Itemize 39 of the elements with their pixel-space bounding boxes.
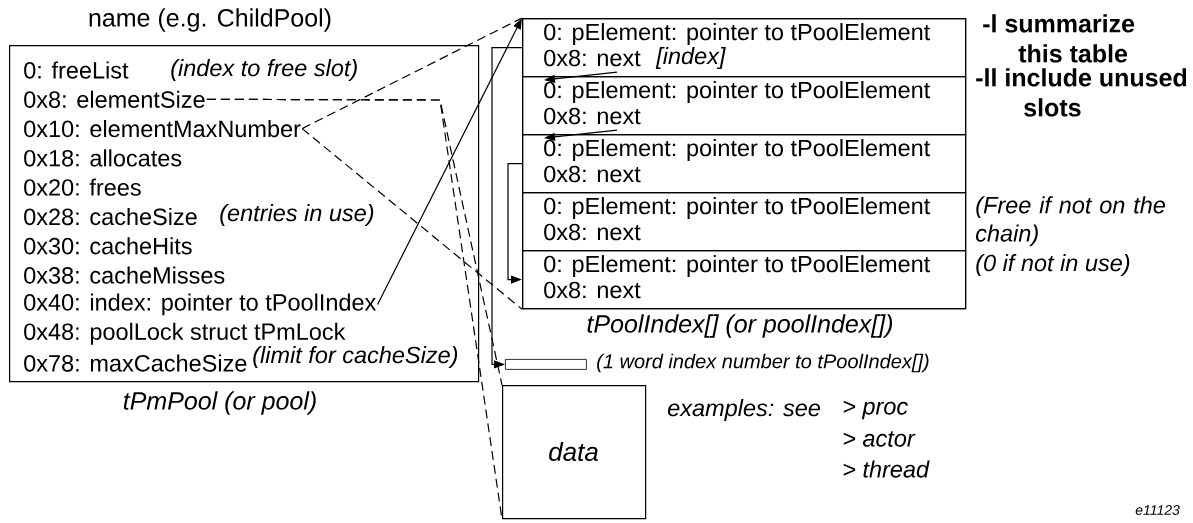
field-label: 0: freeList (24, 61, 129, 79)
field-label: 0x38: cacheMisses (24, 266, 225, 284)
node-label: (1 word index number to tPoolIndex[]) (597, 353, 929, 373)
field-label: 0x40: index: pointer to tPoolIndex (24, 293, 377, 316)
arrow (507, 163, 523, 284)
example-text: examples: see (668, 399, 820, 421)
node-label: tPoolIndex[] (or poolIndex[]) (587, 314, 893, 338)
option-note: -ll include unused slots (976, 68, 1187, 117)
note-text: (0 if not in use) (976, 254, 1130, 276)
list-item: > actor (843, 431, 916, 447)
note-text: (Free if not on the chain) (976, 196, 1165, 247)
field-label: 0x30: cacheHits (24, 237, 192, 255)
struct-name: name (e.g. ChildPool) (89, 8, 331, 32)
note-text: (limit for cacheSize) (253, 346, 458, 368)
arrow (491, 47, 523, 369)
node-label: tPmPool (or pool) (123, 391, 316, 415)
note-text: (entries in use) (220, 204, 374, 226)
list-item: > proc (843, 400, 908, 420)
arrow (376, 18, 522, 305)
field-label: 0x10: elementMaxNumber (24, 120, 301, 138)
note-text: (index to free slot) (171, 59, 357, 81)
connector-line (301, 17, 523, 130)
table-row: 0: pElement: pointer to tPoolElement 0x8: next (522, 134, 967, 194)
word-box (505, 359, 587, 370)
field-label: 0x8: elementSize (24, 90, 205, 108)
figure-id: e11123 (1135, 505, 1180, 515)
table-row: 0: pElement: pointer to tPoolElement 0x8: next (522, 250, 967, 310)
table-row: 0: pElement: pointer to tPoolElement 0x8: next (522, 76, 967, 136)
option-note: -l summarize this table (983, 14, 1135, 63)
connector-line (301, 128, 523, 310)
table-row: 0: pElement: pointer to tPoolElement 0x8: next [index] (522, 18, 967, 78)
field-label: 0x28: cacheSize (24, 207, 197, 226)
table-row: 0: pElement: pointer to tPoolElement 0x8: next (522, 192, 967, 252)
field-label: 0x48: poolLock struct tPmLock (24, 322, 346, 345)
data-box: data (502, 385, 647, 520)
field-label: 0x78: maxCacheSize (24, 354, 247, 372)
list-item: > thread (843, 460, 930, 478)
field-label: 0x18: allocates (24, 149, 182, 167)
field-label: 0x20: frees (24, 178, 141, 196)
